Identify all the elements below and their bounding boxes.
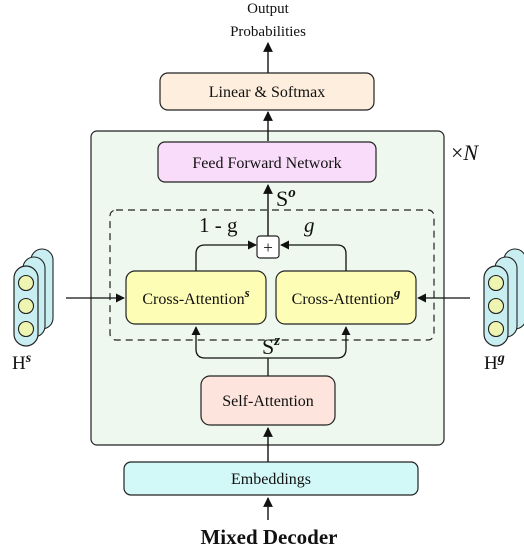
h-g-label: Hg — [484, 351, 505, 374]
h-s-label: Hs — [12, 351, 32, 374]
feed-forward-network-box — [157, 141, 377, 183]
hidden-state-s-stack — [13, 248, 54, 347]
cross-attention-s-label: Cross-Attentions — [142, 285, 249, 308]
cross-attention-g-box — [275, 270, 417, 325]
g-label: g — [304, 213, 315, 237]
arrow-from-cross-attention-s — [195, 240, 257, 271]
output-label-line2: Probabilities — [230, 24, 306, 40]
self-attention-label: Self-Attention — [222, 393, 314, 410]
linear-softmax-label: Linear & Softmax — [209, 84, 325, 101]
cross-attention-s-box — [125, 270, 267, 325]
embeddings-box — [123, 461, 419, 496]
cross-attention-g-label: Cross-Attentiong — [292, 285, 401, 308]
gate-sum-node — [256, 235, 280, 259]
arrow-sz-to-cross-attention-g — [268, 326, 351, 359]
linear-softmax-box — [159, 72, 375, 111]
cross-attention-group — [109, 209, 435, 341]
feed-forward-network-label: Feed Forward Network — [192, 155, 341, 172]
s-o-label: So — [276, 185, 296, 211]
one-minus-g-label: 1 - g — [199, 213, 238, 237]
diagram-caption: Mixed Decoder — [200, 525, 337, 549]
hidden-state-g-stack — [483, 248, 524, 347]
output-label-line1: Output — [247, 1, 290, 17]
arrow-sz-to-cross-attention-s — [191, 326, 268, 359]
embeddings-label: Embeddings — [231, 471, 311, 488]
arrow-from-cross-attention-g — [280, 240, 347, 271]
repeat-n-label: ×N — [451, 140, 479, 165]
plus-sign: + — [263, 238, 273, 257]
s-z-label: Sz — [262, 333, 280, 359]
self-attention-box — [200, 375, 336, 426]
